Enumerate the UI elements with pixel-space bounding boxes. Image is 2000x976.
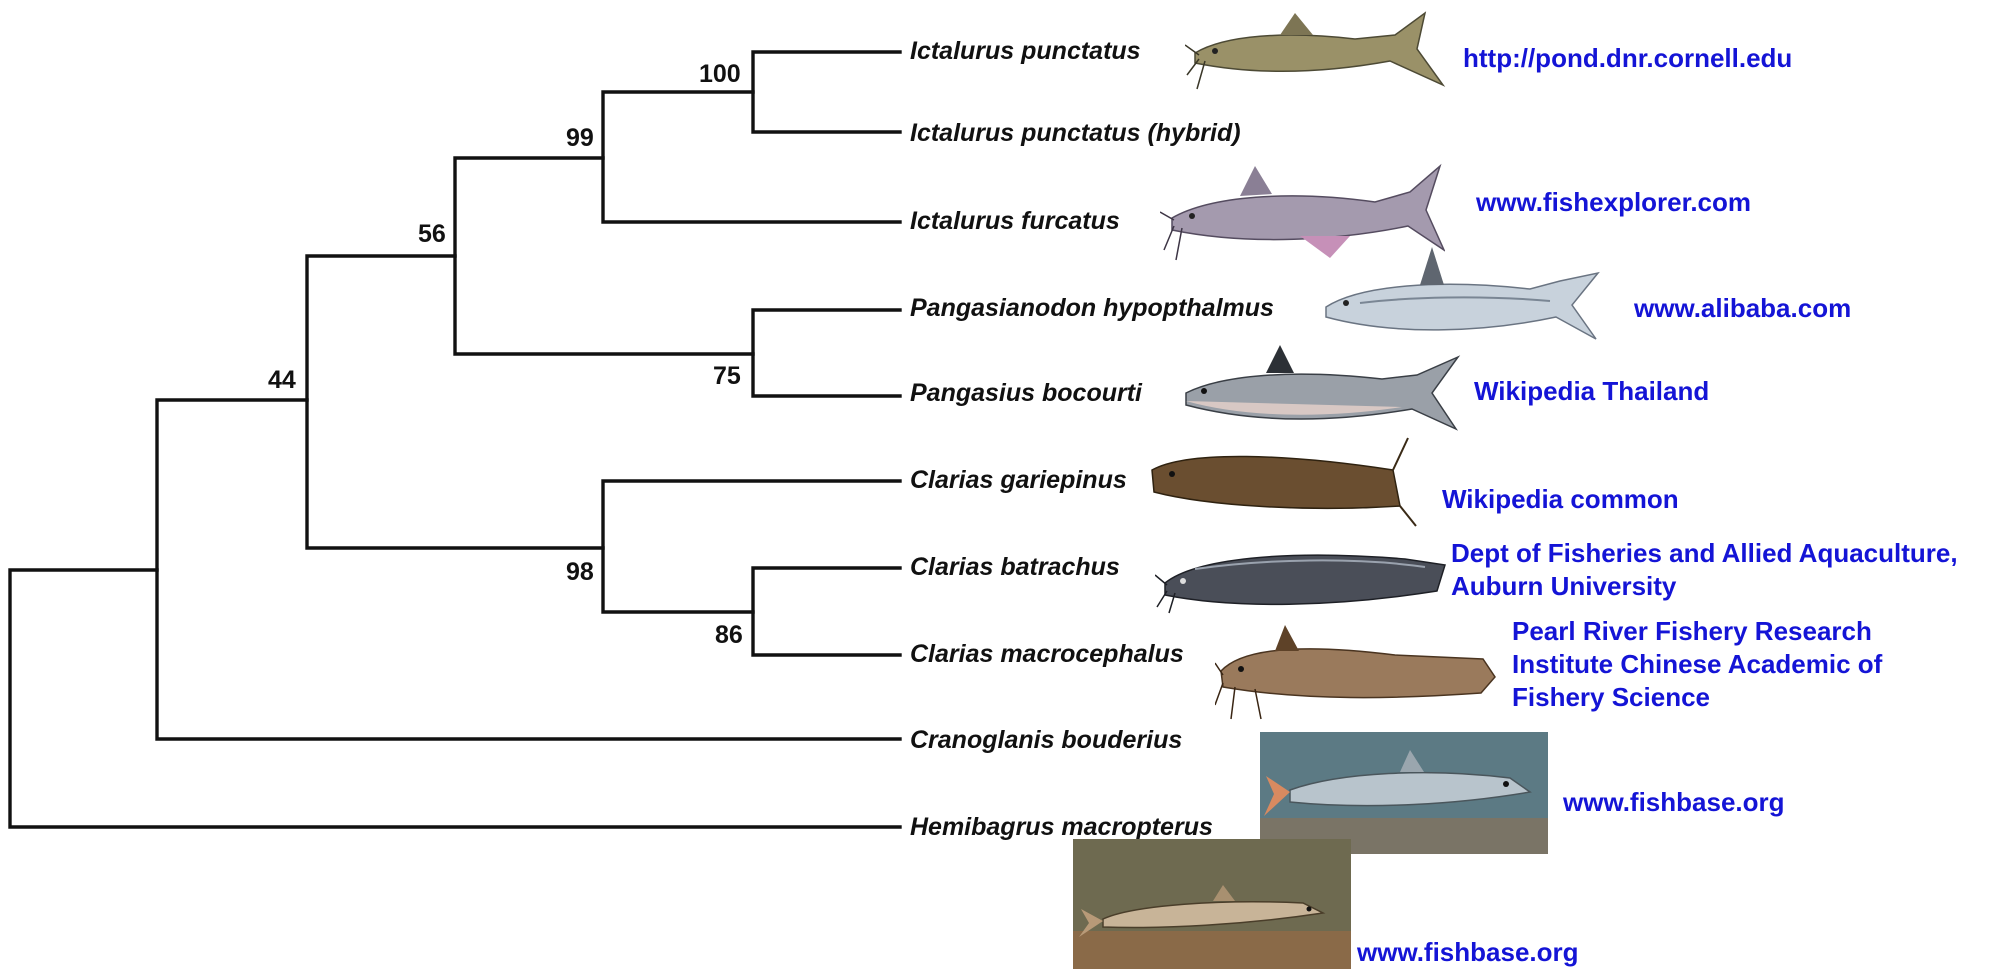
source-credit: www.fishexplorer.com: [1476, 187, 1752, 217]
bootstrap-value: 56: [418, 220, 446, 248]
bootstrap-value: 75: [713, 362, 741, 390]
branch: [751, 308, 902, 398]
bootstrap-value: 86: [715, 621, 743, 649]
african-catfish-photo: [1151, 437, 1417, 527]
striped-catfish-photo: [1325, 247, 1600, 340]
taxon-label: Clarias macrocephalus: [910, 640, 1184, 668]
taxon-label: Clarias batrachus: [910, 553, 1120, 581]
taxon-label: Ictalurus furcatus: [910, 207, 1120, 235]
taxon-label: Clarias gariepinus: [910, 466, 1127, 494]
walking-catfish-photo: [1155, 554, 1446, 614]
source-credit: Wikipedia common: [1442, 484, 1679, 514]
bootstrap-value: 44: [268, 366, 296, 394]
bootstrap-value: 99: [566, 124, 594, 152]
bootstrap-value: 98: [566, 558, 594, 586]
source-credit: Fishery Science: [1512, 682, 1710, 712]
bootstrap-value: 100: [699, 60, 741, 88]
channel-catfish-photo: [1185, 11, 1446, 90]
cranoglanis-photo: [1260, 732, 1548, 854]
source-credit: Institute Chinese Academic of: [1512, 649, 1883, 679]
source-credit: www.fishbase.org: [1563, 787, 1785, 817]
taxon-label: Pangasianodon hypopthalmus: [910, 294, 1274, 322]
source-credit: Wikipedia Thailand: [1474, 376, 1710, 406]
source-credit: www.fishbase.org: [1357, 937, 1579, 967]
taxon-label: Pangasius bocourti: [910, 379, 1142, 407]
branch: [8, 568, 902, 829]
source-credit: Auburn University: [1451, 571, 1677, 601]
branch: [751, 566, 902, 657]
basa-catfish-photo: [1185, 345, 1461, 431]
taxon-label: Ictalurus punctatus (hybrid): [910, 119, 1241, 147]
hemibagrus-photo: [1073, 839, 1351, 969]
taxon-label: Cranoglanis bouderius: [910, 726, 1183, 754]
source-credit: www.alibaba.com: [1634, 293, 1852, 323]
source-credit: http://pond.dnr.cornell.edu: [1463, 43, 1793, 73]
source-credit: Pearl River Fishery Research: [1512, 616, 1872, 646]
blue-catfish-photo: [1160, 163, 1445, 261]
taxon-label: Ictalurus punctatus: [910, 37, 1141, 65]
bighead-catfish-photo: [1215, 625, 1496, 720]
branch: [751, 50, 902, 134]
branch: [305, 254, 605, 550]
source-credit: Dept of Fisheries and Allied Aquaculture…: [1451, 538, 1958, 568]
taxon-label: Hemibagrus macropterus: [910, 813, 1213, 841]
